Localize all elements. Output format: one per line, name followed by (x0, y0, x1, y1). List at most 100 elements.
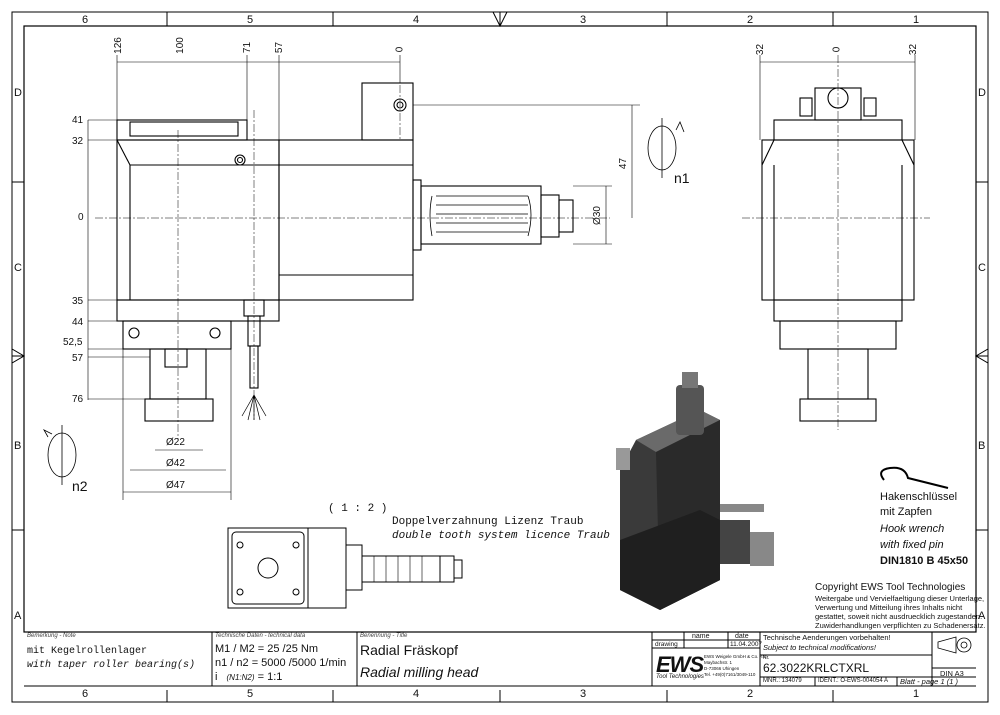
name-de: Radial Fräskopf (360, 642, 459, 658)
copyright-line-3: gestattet, soweit nicht ausdruecklich zu… (815, 612, 983, 621)
dim-left-41: 41 (72, 115, 84, 126)
col-label-1: 1 (913, 14, 920, 26)
dimension-lines (87, 55, 916, 500)
row-label-b: B (14, 440, 22, 452)
col-label-3: 3 (580, 14, 587, 26)
col-label-1-bottom: 1 (913, 688, 920, 700)
dim-left-76: 76 (72, 394, 84, 405)
dim-47: 47 (618, 157, 630, 170)
front-view (116, 82, 574, 422)
detail-scale: ( 1 : 2 ) (328, 503, 388, 515)
col-label-3-bottom: 3 (580, 688, 587, 700)
changes-en: Subject to technical modifications! (763, 643, 876, 652)
row-label-d-right: D (978, 87, 986, 99)
zone-ticks (12, 12, 988, 702)
col-label-6-bottom: 6 (82, 688, 89, 700)
name-en: Radial milling head (360, 664, 479, 680)
center-lines (95, 55, 930, 440)
dim-dia-42: Ø42 (166, 458, 185, 469)
title-block-grid (24, 631, 976, 687)
dim-side-32-left: 32 (755, 43, 767, 56)
nr-label: Nr. (763, 655, 770, 661)
wrench-norm: DIN1810 B 45x50 (880, 555, 969, 567)
dim-dia-30: Ø30 (591, 206, 603, 225)
dim-top-57: 57 (274, 41, 286, 54)
tech-ratio-i: i (215, 671, 218, 683)
tech-torque: M1 / M2 = 25 /25 Nm (215, 643, 319, 655)
company-line-3: D-73066 Uhingen (704, 666, 740, 671)
changes-de: Technische Aenderungen vorbehalten! (763, 633, 891, 642)
row-label-a-right: A (978, 610, 986, 622)
col-date: date (735, 633, 749, 640)
dim-left-35: 35 (72, 296, 84, 307)
dim-top-71: 71 (242, 41, 254, 54)
dim-dia-22: Ø22 (166, 437, 185, 448)
wrench-de-2: mit Zapfen (880, 506, 932, 518)
dim-top-0: 0 (394, 46, 406, 53)
ews-logo-sub: Tool Technologies (656, 674, 704, 680)
detail-view (227, 527, 463, 609)
row-label-b-right: B (978, 440, 986, 452)
drawing-date: 11.04.2007 (730, 641, 763, 648)
col-label-5: 5 (247, 14, 254, 26)
row-label-a: A (14, 610, 22, 622)
detail-note-en: double tooth system licence Traub (392, 530, 610, 542)
detail-note-de: Doppelverzahnung Lizenz Traub (392, 516, 584, 528)
company-line-4: Tel. +49(0)7161/3049-110 (704, 672, 756, 677)
wrench-de-1: Hakenschlüssel (880, 491, 958, 503)
col-name: name (692, 633, 710, 640)
dim-left-57: 57 (72, 353, 84, 364)
dim-left-44: 44 (72, 317, 84, 328)
dim-left-32: 32 (72, 136, 84, 147)
row-label-c-right: C (978, 262, 986, 274)
part-number: 62.3022KRLCTXRL (763, 661, 870, 675)
rotation-n2: n2 (72, 478, 88, 494)
isometric-render (616, 372, 774, 610)
rotation-symbols (42, 118, 685, 485)
dim-left-52-5: 52,5 (63, 337, 83, 348)
col-label-4: 4 (413, 14, 420, 26)
row-drawing: drawing (655, 641, 678, 648)
col-label-5-bottom: 5 (247, 688, 254, 700)
copyright-title: Copyright EWS Tool Technologies (815, 582, 966, 593)
remark-de: mit Kegelrollenlager (27, 646, 148, 657)
col-label-2: 2 (747, 14, 754, 26)
company-line-2: Maybachstr. 1 (704, 660, 733, 665)
company-line-1: EWS Weigele GmbH & Co. KG (704, 654, 767, 659)
dim-side-32-right: 32 (908, 43, 920, 56)
remark-header: Bemerkung - Note (27, 633, 76, 639)
tech-speed: n1 / n2 = 5000 /5000 1/min (215, 657, 347, 669)
hook-wrench (880, 466, 949, 489)
tech-ratio-val: = 1:1 (257, 671, 283, 683)
copyright-line-2: Verwertung und Mitteilung ihres Inhalts … (815, 603, 963, 612)
copyright-line-1: Weitergabe und Vervielfaeltigung dieser … (815, 594, 985, 603)
dim-dia-47: Ø47 (166, 480, 185, 491)
rotation-n1: n1 (674, 170, 690, 186)
col-label-6: 6 (82, 14, 89, 26)
sheet: Blatt - page 1 (1 ) (900, 677, 958, 686)
ident: IDENT.: O-EWS-004054 A (818, 678, 889, 684)
dim-left-0: 0 (78, 212, 84, 223)
row-label-c: C (14, 262, 22, 274)
tech-header: Technische Daten - technical data (215, 633, 306, 639)
ews-logo: EWS (656, 652, 704, 677)
tech-ratio-sub: (N1:N2) (226, 673, 255, 682)
format: DIN A3 (940, 669, 964, 678)
col-label-2-bottom: 2 (747, 688, 754, 700)
centering-marks (11, 11, 989, 364)
tech-ratio: i (N1:N2) = 1:1 (215, 671, 282, 683)
wrench-en-1: Hook wrench (880, 523, 945, 535)
col-label-4-bottom: 4 (413, 688, 420, 700)
mnr: MNR.: 134079 (763, 678, 802, 684)
wrench-en-2: with fixed pin (880, 539, 944, 551)
projection-symbol (937, 636, 972, 654)
remark-en: with taper roller bearing(s) (27, 660, 196, 671)
name-header: Benennung - Title (360, 633, 408, 639)
dim-side-0: 0 (831, 46, 843, 53)
dim-top-100: 100 (174, 37, 186, 54)
row-label-d: D (14, 87, 22, 99)
dim-top-126: 126 (112, 37, 124, 54)
copyright-line-4: Zuwiderhandlungen verpflichten zu Schade… (815, 621, 986, 630)
side-view (761, 87, 915, 422)
